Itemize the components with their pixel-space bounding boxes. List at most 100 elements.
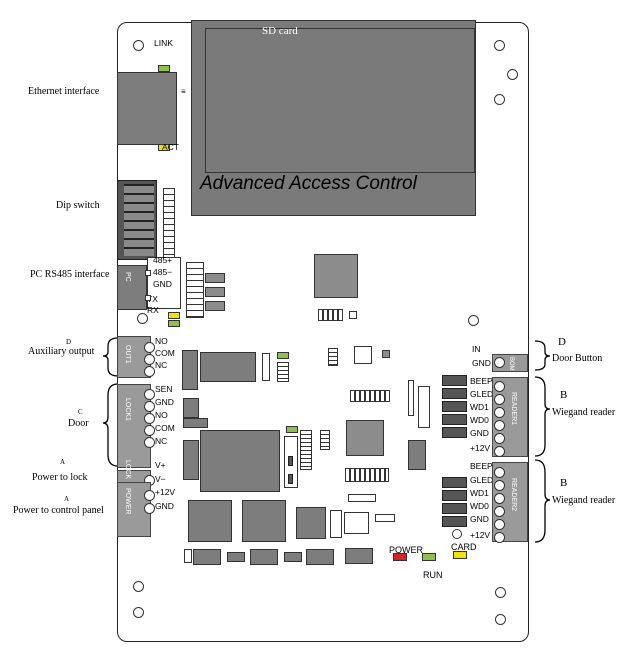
terminal-screw — [144, 366, 155, 377]
mount-hole — [133, 607, 144, 618]
ethernet-callout: Ethernet interface — [28, 86, 100, 97]
terminal-screw — [144, 490, 155, 501]
rs485-rx: RX — [147, 305, 159, 315]
in-gnd: GND — [472, 358, 491, 368]
r2-wd0: WD0 — [470, 501, 489, 511]
run-led — [422, 553, 436, 561]
aux-com: COM — [155, 348, 175, 358]
rs485-gnd: GND — [153, 279, 172, 289]
smd-part — [328, 348, 338, 366]
reader2-bracket — [534, 459, 551, 543]
lock-led — [286, 426, 298, 433]
smd-part — [418, 386, 430, 428]
run-led-label: RUN — [423, 570, 443, 580]
terminal-screw — [144, 389, 155, 400]
smd-part — [408, 380, 414, 416]
relay-part — [183, 440, 199, 480]
mount-hole — [494, 40, 505, 51]
smd-part — [193, 549, 221, 565]
reader2-part — [442, 516, 467, 527]
r1-beep: BEEP — [470, 376, 493, 386]
power-component — [242, 500, 286, 542]
terminal-screw — [144, 401, 155, 412]
door-button-callout: Door Button — [552, 353, 603, 364]
pc-label: PC — [124, 272, 131, 282]
rs485-callout: PC RS485 interface — [30, 269, 110, 280]
rs485-terminal — [147, 257, 181, 309]
lock-relay — [200, 430, 280, 492]
mount-hole — [137, 313, 148, 324]
rs485-pad — [145, 270, 151, 276]
terminal-screw — [144, 342, 155, 353]
secondary-chip — [346, 420, 384, 456]
power-led — [393, 553, 407, 561]
mount-hole — [468, 315, 479, 326]
smd-part — [262, 353, 270, 381]
door-gnd: GND — [155, 397, 174, 407]
aux-no: NO — [155, 336, 168, 346]
door-bracket — [102, 383, 119, 467]
reader2-part — [442, 477, 467, 488]
terminal-screw — [494, 433, 505, 444]
in-label: IN — [472, 344, 481, 354]
panel-letter: A — [64, 495, 70, 503]
r1-12v: +12V — [470, 443, 491, 453]
reader2-label: READER2 — [510, 478, 517, 512]
terminal-screw — [494, 467, 505, 478]
lock-letter: A — [60, 458, 66, 466]
ethernet-port[interactable] — [117, 72, 177, 145]
door-callout: Door — [68, 418, 89, 429]
smd-part — [205, 301, 225, 311]
sd-card-label: SD card — [262, 25, 298, 37]
door-sen: SEN — [155, 384, 173, 394]
chip-pins — [345, 468, 389, 482]
smd-part — [288, 474, 293, 484]
rs485-minus: 485− — [153, 267, 173, 277]
terminal-screw — [494, 407, 505, 418]
terminal-screw — [494, 519, 505, 530]
relay-part — [183, 398, 199, 418]
wiegand2-callout: Wiegand reader — [552, 495, 616, 506]
wiegand2-letter: B — [560, 477, 568, 489]
chip-pins — [318, 309, 343, 321]
smd-part — [205, 273, 225, 283]
terminal-screw — [144, 413, 155, 424]
rs485-plus: 485+ — [153, 255, 173, 265]
power-panel-callout: Power to control panel — [13, 505, 104, 516]
r2-wd1: WD1 — [470, 488, 489, 498]
terminal-screw — [494, 357, 505, 368]
sd-card-slot — [205, 28, 475, 173]
mount-hole — [133, 581, 144, 592]
reader2-part — [442, 503, 467, 514]
terminal-screw — [494, 420, 505, 431]
out1-label: OUT1 — [124, 345, 131, 364]
r1-gled: GLED — [470, 389, 494, 399]
reader2-part — [442, 490, 467, 501]
smd-part — [344, 512, 369, 534]
lock-vminus: V− — [155, 474, 166, 484]
terminal-screw — [494, 480, 505, 491]
wiegand1-callout: Wiegand reader — [552, 407, 616, 418]
main-chip — [314, 254, 358, 298]
card-led — [453, 551, 467, 559]
smd-part — [354, 346, 372, 364]
smd-part — [306, 549, 334, 565]
smd-part — [375, 514, 395, 522]
rs485-tx: TX — [147, 294, 158, 304]
terminal-screw — [144, 503, 155, 514]
terminal-screw — [494, 446, 505, 457]
power-label: POWER — [124, 488, 131, 515]
r1-wd0: WD0 — [470, 415, 489, 425]
terminal-screw — [144, 354, 155, 365]
power-lock-callout: Power to lock — [32, 472, 88, 483]
power-gnd: GND — [155, 501, 174, 511]
smd-part — [300, 430, 312, 470]
rs485-resistors — [186, 262, 204, 318]
r1-gnd: GND — [470, 428, 489, 438]
door-nc: NC — [155, 436, 168, 446]
door-button-tab: BOM — [508, 357, 514, 371]
mount-hole — [495, 614, 506, 625]
rs485-connector[interactable] — [117, 265, 147, 310]
lock-vplus: V+ — [155, 460, 166, 470]
r2-gnd: GND — [470, 514, 489, 524]
